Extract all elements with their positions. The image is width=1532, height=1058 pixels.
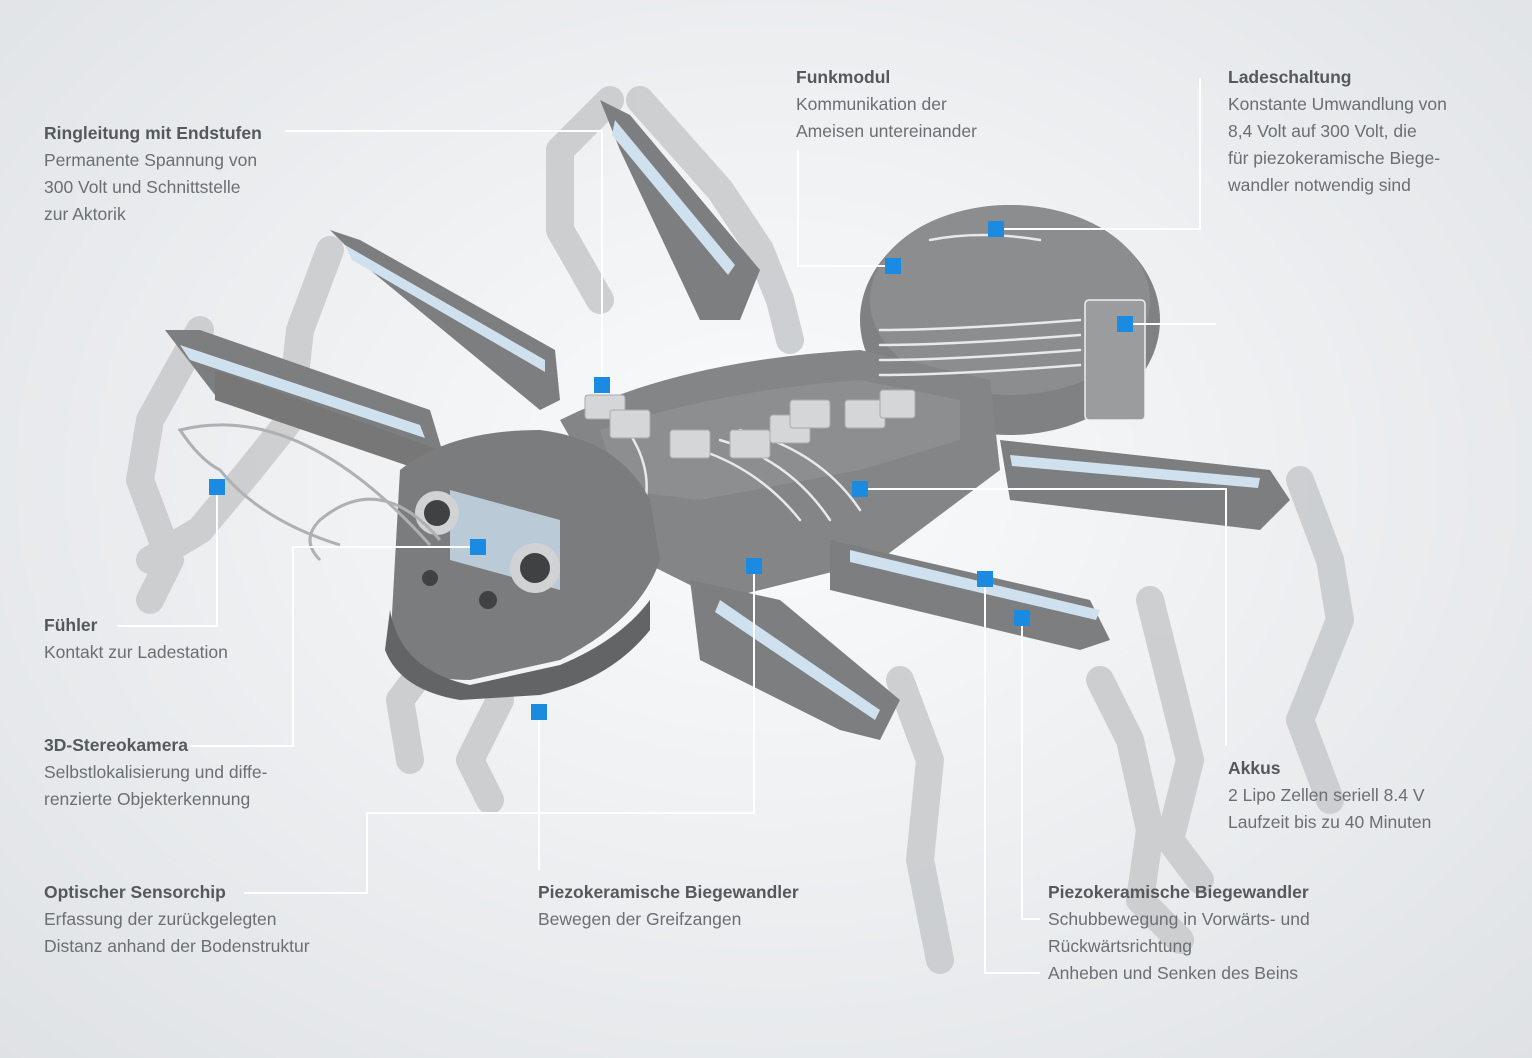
ant-head [177, 423, 660, 700]
label-description: Erfassung der zurückgelegten Distanz anh… [44, 909, 310, 956]
label-ringleitung: Ringleitung mit Endstufen Permanente Spa… [44, 120, 262, 228]
marker-stereokamera [470, 539, 486, 555]
label-title: Optischer Sensorchip [44, 882, 226, 902]
marker-ladeschaltung [988, 221, 1004, 237]
marker-piezo-bein-2 [1014, 610, 1030, 626]
label-description: Konstante Umwandlung von 8,4 Volt auf 30… [1228, 94, 1447, 195]
label-piezo-bein: Piezokeramische Biegewandler Schubbewegu… [1048, 879, 1310, 987]
label-description: Selbstlokalisierung und diffe- renzierte… [44, 762, 268, 809]
label-title: Ringleitung mit Endstufen [44, 123, 262, 143]
label-description: 2 Lipo Zellen seriell 8.4 V Laufzeit bis… [1228, 785, 1432, 832]
label-stereokamera: 3D-Stereokamera Selbstlokalisierung und … [44, 732, 267, 813]
marker-akku-chip [1117, 316, 1133, 332]
label-piezo-greif: Piezokeramische Biegewandler Bewegen der… [538, 879, 799, 933]
marker-sensorchip [531, 704, 547, 720]
label-description: Schubbewegung in Vorwärts- und Rückwärts… [1048, 909, 1310, 983]
marker-akkus [852, 481, 868, 497]
label-ladeschaltung: Ladeschaltung Konstante Umwandlung von 8… [1228, 64, 1447, 199]
label-title: Piezokeramische Biegewandler [1048, 882, 1309, 902]
label-title: Akkus [1228, 758, 1281, 778]
label-description: Permanente Spannung von 300 Volt und Sch… [44, 150, 258, 224]
left-legs [165, 100, 760, 470]
right-legs [690, 440, 1290, 740]
marker-funkmodul [885, 258, 901, 274]
marker-ringleitung [594, 377, 610, 393]
marker-piezo-bein-1 [977, 571, 993, 587]
back-legs [126, 86, 1354, 974]
marker-piezo-greif [746, 558, 762, 574]
label-akkus: Akkus 2 Lipo Zellen seriell 8.4 V Laufze… [1228, 755, 1431, 836]
label-description: Kontakt zur Ladestation [44, 642, 228, 662]
label-title: Funkmodul [796, 67, 891, 87]
label-description: Kommunikation der Ameisen untereinander [796, 94, 977, 141]
label-title: Ladeschaltung [1228, 67, 1352, 87]
marker-fuehler [209, 479, 225, 495]
label-fuehler: Fühler Kontakt zur Ladestation [44, 612, 228, 666]
label-title: Piezokeramische Biegewandler [538, 882, 799, 902]
leader-lines [117, 78, 1227, 974]
label-title: 3D-Stereokamera [44, 735, 188, 755]
ant-body [560, 205, 1160, 600]
label-title: Fühler [44, 615, 98, 635]
label-description: Bewegen der Greifzangen [538, 909, 742, 929]
label-funkmodul: Funkmodul Kommunikation der Ameisen unte… [796, 64, 977, 145]
label-sensorchip: Optischer Sensorchip Erfassung der zurüc… [44, 879, 310, 960]
